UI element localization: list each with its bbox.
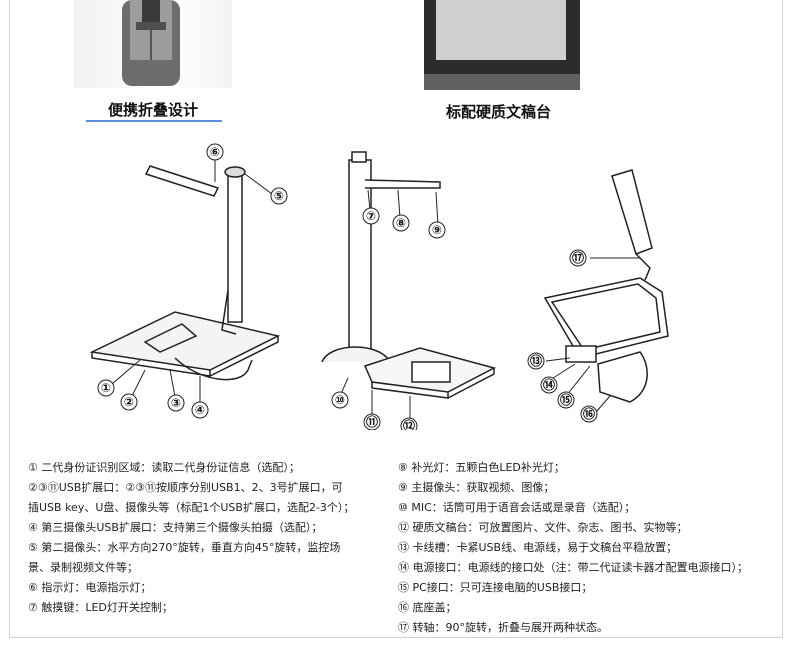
- legend-item: ④ 第三摄像头USB扩展口：支持第三个摄像头拍摄（选配）；: [28, 521, 323, 534]
- legend-right-column: ⑧ 补光灯：五颗白色LED补光灯； ⑨ 主摄像头：获取视频、图像； ⑩ MIC：…: [398, 458, 778, 638]
- svg-text:④: ④: [195, 403, 205, 417]
- folded-scanner-photo: [74, 0, 232, 88]
- svg-text:⑯: ⑯: [583, 406, 595, 421]
- legend-item: ⑰ 转轴：90°旋转，折叠与展开两种状态。: [398, 621, 608, 634]
- svg-text:⑨: ⑨: [432, 223, 442, 237]
- svg-text:⑧: ⑧: [396, 216, 406, 230]
- diagram-folded-view: [543, 169, 669, 403]
- callout-13: ⑬: [527, 352, 545, 370]
- svg-text:⑮: ⑮: [560, 392, 572, 407]
- callout-3: ③: [167, 394, 185, 412]
- legend-item: 插USB key、U盘、摄像头等（标配1个USB扩展口，选配2-3个）；: [28, 501, 355, 514]
- svg-text:⑦: ⑦: [366, 209, 376, 223]
- svg-text:⑤: ⑤: [274, 189, 284, 203]
- legend-item: ②③⑪USB扩展口：②③⑪按顺序分别USB1、2、3号扩展口，可: [28, 481, 343, 494]
- svg-text:③: ③: [171, 396, 181, 410]
- document-board-paper: [436, 0, 566, 60]
- legend-item: ⑨ 主摄像头：获取视频、图像；: [398, 481, 555, 494]
- caption-hard-document-board: 标配硬质文稿台: [446, 103, 552, 121]
- leader-lines: [111, 160, 640, 422]
- callout-8: ⑧: [392, 214, 410, 232]
- callout-10: ⑩: [331, 391, 349, 409]
- legend-item: ⑧ 补光灯：五颗白色LED补光灯；: [398, 461, 565, 474]
- legend-left-column: ① 二代身份证识别区域：读取二代身份证信息（选配）； ②③⑪USB扩展口：②③⑪…: [28, 458, 378, 618]
- legend-item: ⑥ 指示灯：电源指示灯；: [28, 581, 152, 594]
- caption-portable-folding: 便携折叠设计: [108, 101, 199, 119]
- callout-15: ⑮: [557, 391, 575, 409]
- folded-scanner-image: [122, 0, 180, 86]
- svg-text:⑩: ⑩: [335, 393, 345, 407]
- legend-item: ⑦ 触摸键：LED灯开关控制；: [28, 601, 173, 614]
- callout-16: ⑯: [580, 405, 598, 423]
- svg-text:⑪: ⑪: [366, 414, 378, 429]
- document-board-edge: [424, 74, 580, 90]
- legend-item: 景、录制视频文件等；: [28, 561, 138, 574]
- content-frame: [9, 0, 783, 638]
- svg-text:⑭: ⑭: [543, 377, 555, 392]
- svg-text:②: ②: [124, 395, 134, 409]
- svg-text:⑬: ⑬: [530, 353, 542, 368]
- svg-text:①: ①: [101, 381, 111, 395]
- callout-1: ①: [97, 379, 115, 397]
- svg-text:⑥: ⑥: [210, 145, 220, 159]
- legend-item: ⑭ 电源接口：电源线的接口处（注：带二代证读卡器才配置电源接口）；: [398, 561, 748, 574]
- svg-text:⑰: ⑰: [572, 250, 584, 265]
- callout-2: ②: [120, 393, 138, 411]
- diagram-side-view: [89, 165, 281, 381]
- svg-text:⑫: ⑫: [403, 418, 415, 430]
- callout-11: ⑪: [363, 413, 381, 430]
- legend-item: ⑬ 卡线槽：卡紧USB线、电源线，易于文稿台平稳放置；: [398, 541, 678, 554]
- scanner-diagrams: ⑥ ⑤ ① ② ③ ④ ⑦ ⑧ ⑨ ⑩ ⑪ ⑫ ⑰ ⑬ ⑭ ⑮ ⑯: [89, 143, 669, 430]
- callout-4: ④: [191, 401, 209, 419]
- legend-item: ⑩ MIC：话筒可用于语音会话或是录音（选配）；: [398, 501, 636, 514]
- diagram-angled-view: [321, 151, 497, 399]
- callout-17: ⑰: [569, 249, 587, 267]
- document-board-photo: [424, 0, 580, 90]
- legend-item: ⑤ 第二摄像头：水平方向270°旋转，垂直方向45°旋转，监控场: [28, 541, 341, 554]
- callout-9: ⑨: [428, 221, 446, 239]
- caption-underline: [86, 120, 222, 122]
- callout-14: ⑭: [540, 376, 558, 394]
- legend-item: ⑮ PC接口：只可连接电脑的USB接口；: [398, 581, 593, 594]
- callout-6: ⑥: [206, 143, 224, 161]
- legend-item: ① 二代身份证识别区域：读取二代身份证信息（选配）；: [28, 461, 300, 474]
- callout-7: ⑦: [362, 207, 380, 225]
- callout-5: ⑤: [270, 187, 288, 205]
- legend-item: ⑫ 硬质文稿台：可放置图片、文件、杂志、图书、实物等；: [398, 521, 688, 534]
- legend-item: ⑯ 底座盖；: [398, 601, 457, 614]
- callout-12: ⑫: [400, 417, 418, 430]
